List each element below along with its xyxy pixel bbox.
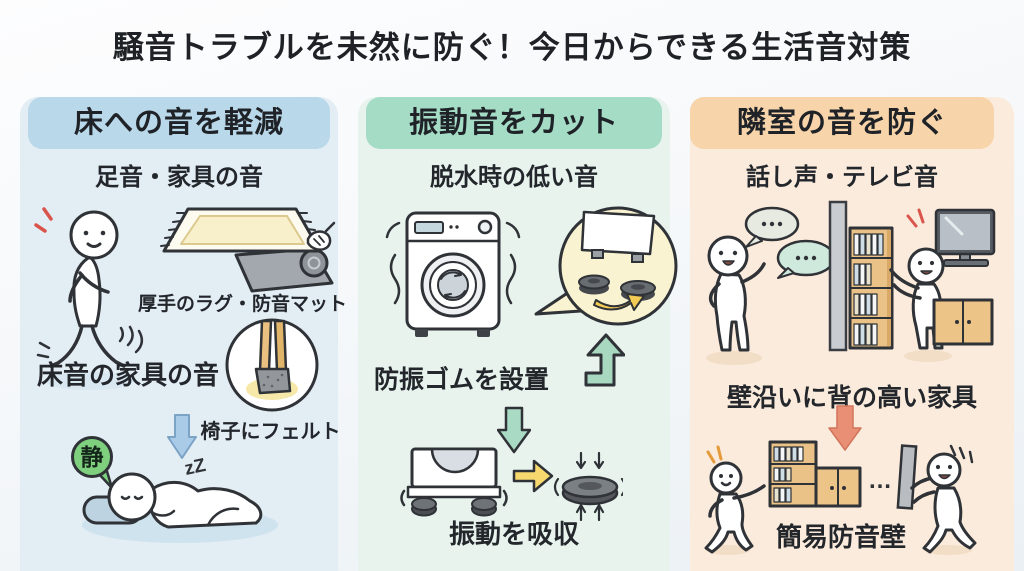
surprise-accent-marks [706, 445, 723, 464]
rug-caption: 厚手のラグ・防音マット [138, 294, 348, 315]
anti-vibration-rubber-pads [578, 274, 656, 301]
tv-sound-accent-marks [906, 208, 925, 228]
soundproof-wall-scene: … [704, 440, 977, 555]
rug-mat-illustration [160, 207, 336, 293]
tall-bookshelf [848, 226, 894, 350]
right-arrow-icon [512, 459, 554, 493]
column-floor-subtitle: 足音・家具の音 [95, 164, 263, 191]
page-title: 騒音トラブルを未然に防ぐ！今日からできる生活音対策 [112, 30, 912, 65]
felt-caption: 椅子にフェルト [200, 421, 341, 443]
column-neighbor-noise: 隣室の音を防ぐ 話し声・テレビ音 [690, 97, 1014, 571]
sleep-zzz-marks: zZ [183, 455, 208, 480]
speech-bubbles [744, 206, 836, 279]
down-arrow-icon [828, 405, 862, 451]
walking-person-illustration [34, 207, 144, 390]
soundproof-panel [896, 444, 918, 510]
quiet-badge-text: 静 [81, 444, 104, 470]
felt-pad [254, 367, 292, 395]
felt-chair-leg-illustration [225, 318, 319, 412]
absorb-vibration-label: 振動を吸収 [448, 519, 579, 549]
column-vibration-subtitle: 脱水時の低い音 [430, 164, 598, 191]
column-floor-noise: 床への音を軽減 足音・家具の音 [20, 97, 348, 571]
wall-furniture-scene [706, 200, 996, 365]
bent-up-arrow-icon [584, 333, 625, 387]
soundproof-wall-label: 簡易防音壁 [775, 522, 906, 552]
talking-person [707, 235, 766, 352]
column-neighbor-header: 隣室の音を防ぐ [690, 97, 994, 149]
washing-machine-illustration [385, 211, 521, 337]
down-arrow-icon [167, 414, 197, 459]
wall-divider [828, 200, 848, 352]
vibration-marks [389, 253, 401, 305]
column-floor-header: 床への音を軽減 [28, 97, 330, 149]
ellipsis-dots: … [868, 467, 892, 494]
hand-rolling-mat [306, 230, 332, 251]
curved-arrow-icon [593, 293, 645, 311]
down-arrow-icon [497, 406, 531, 454]
column-vibration-noise: 振動音をカット 脱水時の低い音 [358, 97, 678, 571]
vibration-absorb-illustration [400, 447, 623, 521]
vibration-pads-callout [534, 206, 678, 326]
floor-furniture-label: 床音の家具の音 [37, 360, 220, 390]
low-bookshelf [768, 440, 818, 508]
quiet-badge: 静 [71, 436, 114, 489]
install-rubber-label: 防振ゴムを設置 [374, 366, 550, 394]
person-carrying-panel [910, 444, 977, 554]
column-vibration-header: 振動音をカット [366, 97, 662, 149]
low-cabinet [814, 466, 862, 508]
reaching-person [704, 461, 766, 554]
rubber-pad-compressing [561, 475, 619, 506]
column-neighbor-subtitle: 話し声・テレビ音 [746, 164, 938, 191]
cabinet-illustration [932, 298, 994, 346]
sleeping-person-illustration: zZ [82, 455, 278, 543]
footstep-accent-marks [34, 207, 53, 233]
tv-illustration [934, 208, 996, 267]
